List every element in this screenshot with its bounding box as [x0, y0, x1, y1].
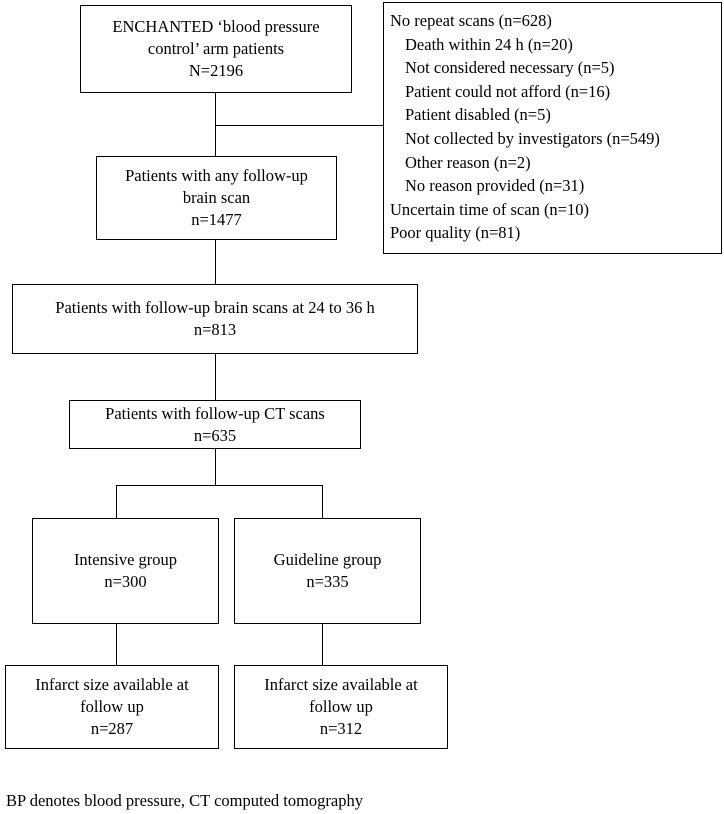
- box-any-followup-scan: Patients with any follow-up brain scan n…: [96, 156, 337, 240]
- box-enchanted-line1: ENCHANTED ‘blood pressure: [112, 17, 320, 36]
- box-infarct-guideline-line2: follow up: [309, 697, 373, 716]
- exclusion-could-not-afford: Patient could not afford (n=16): [405, 81, 611, 101]
- box-followup-ct-scans: Patients with follow-up CT scans n=635: [69, 400, 361, 449]
- box-infarct-guideline-count: n=312: [319, 719, 363, 738]
- exclusion-not-collected: Not collected by investigators (n=549): [405, 128, 660, 148]
- exclusion-no-repeat-scans: No repeat scans (n=628): [390, 11, 552, 30]
- connector-enchanted-to-followup: [215, 92, 216, 156]
- box-followup-24-36h-count: n=813: [193, 320, 237, 339]
- box-any-followup-count: n=1477: [191, 210, 242, 229]
- box-enchanted-patients: ENCHANTED ‘blood pressure control’ arm p…: [80, 5, 352, 93]
- box-infarct-intensive-count: n=287: [90, 719, 134, 738]
- box-ct-scans-line1: Patients with follow-up CT scans: [105, 403, 325, 423]
- box-any-followup-line2: brain scan: [182, 188, 251, 207]
- box-infarct-guideline-line1: Infarct size available at: [264, 675, 418, 694]
- box-followup-24-36h-line1: Patients with follow-up brain scans at 2…: [55, 298, 375, 317]
- box-any-followup-line1: Patients with any follow-up: [125, 166, 308, 185]
- box-intensive-group: Intensive group n=300: [32, 518, 219, 624]
- exclusion-patient-disabled: Patient disabled (n=5): [405, 105, 551, 125]
- exclusion-not-necessary: Not considered necessary (n=5): [405, 58, 615, 78]
- footnote: BP denotes blood pressure, CT computed t…: [6, 791, 363, 810]
- connector-split: [116, 485, 323, 486]
- connector-24-36-to-ct: [215, 353, 216, 400]
- connector-split-to-intensive: [116, 485, 117, 518]
- connector-guideline-to-infarct: [322, 623, 323, 665]
- box-enchanted-line2: control’ arm patients: [147, 39, 285, 58]
- connector-followup-to-24-36: [215, 239, 216, 284]
- box-intensive-count: n=300: [104, 572, 147, 591]
- exclusion-uncertain-time: Uncertain time of scan (n=10): [390, 199, 589, 219]
- exclusion-death-within-24h: Death within 24 h (n=20): [405, 34, 573, 54]
- connector-to-exclusions: [215, 125, 383, 126]
- box-guideline-line1: Guideline group: [273, 550, 382, 569]
- exclusion-other-reason: Other reason (n=2): [405, 152, 531, 172]
- box-infarct-intensive-line2: follow up: [80, 697, 144, 716]
- connector-intensive-to-infarct: [116, 623, 117, 665]
- box-guideline-count: n=335: [306, 572, 349, 591]
- connector-ct-to-split: [215, 448, 216, 485]
- box-infarct-guideline: Infarct size available at follow up n=31…: [234, 665, 448, 749]
- box-intensive-line1: Intensive group: [73, 550, 178, 569]
- exclusion-no-reason-provided: No reason provided (n=31): [405, 176, 585, 196]
- exclusion-poor-quality: Poor quality (n=81): [390, 223, 521, 243]
- box-infarct-intensive: Infarct size available at follow up n=28…: [5, 665, 219, 749]
- connector-split-to-guideline: [322, 485, 323, 518]
- box-guideline-group: Guideline group n=335: [234, 518, 421, 624]
- box-followup-24-36h: Patients with follow-up brain scans at 2…: [12, 284, 418, 354]
- box-exclusions: No repeat scans (n=628) Death within 24 …: [383, 2, 722, 254]
- box-enchanted-count: N=2196: [188, 61, 244, 80]
- box-infarct-intensive-line1: Infarct size available at: [35, 675, 189, 694]
- box-ct-scans-count: n=635: [193, 425, 237, 445]
